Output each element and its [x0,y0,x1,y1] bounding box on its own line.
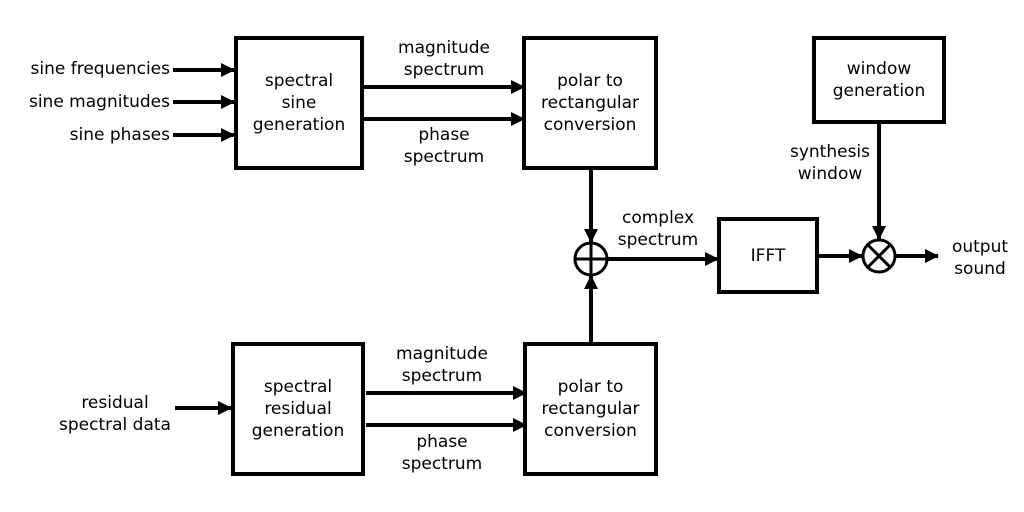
block-text: conversion [544,421,637,441]
block-text: polar to [557,71,623,91]
block-text: polar to [557,377,624,397]
label-sine-magnitudes: sine magnitudes [28,92,170,112]
block-text: spectral [263,377,333,397]
adder-icon [573,241,609,277]
label-line: spectral data [59,415,171,435]
label-phase-spectrum-top: phase spectrum [374,124,514,168]
block-polar-to-rect-bottom: polar to rectangular conversion [523,342,658,476]
block-text: residual [264,399,332,419]
label-line: residual [81,393,149,413]
label-line: magnitude [396,344,488,364]
label-line: spectrum [403,60,485,80]
label-phase-spectrum-bottom: phase spectrum [372,431,512,475]
label-line: spectrum [617,230,699,250]
block-spectral-sine-generation: spectral sine generation [234,36,364,170]
block-text: IFFT [750,245,786,266]
block-spectral-residual-generation: spectral residual generation [231,342,365,476]
block-text: conversion [543,115,637,135]
label-line: spectrum [401,366,483,386]
label-line: output [951,237,1009,257]
block-text: sine [281,93,317,113]
label-magnitude-spectrum-top: magnitude spectrum [374,37,514,81]
label-magnitude-spectrum-bottom: magnitude spectrum [372,343,512,387]
block-text: generation [252,115,346,135]
label-sine-frequencies: sine frequencies [30,59,170,79]
label-synthesis-window: synthesis window [780,141,880,185]
label-line: phase [418,125,470,145]
label-complex-spectrum: complex spectrum [598,207,718,251]
label-line: phase [416,432,468,452]
label-line: window [797,164,863,184]
block-text: rectangular [541,399,640,419]
label-line: sound [954,259,1006,279]
block-polar-to-rect-top: polar to rectangular conversion [522,36,658,170]
label-line: spectrum [401,454,483,474]
block-text: window [846,59,912,79]
block-text: rectangular [541,93,639,113]
block-text: spectral [264,71,334,91]
block-text: generation [832,81,926,101]
label-line: spectrum [403,147,485,167]
label-line: magnitude [398,38,490,58]
label-output-sound: output sound [940,236,1020,280]
label-line: synthesis [789,142,871,162]
label-residual-spectral-data: residual spectral data [40,392,190,436]
multiplier-icon [861,238,897,274]
block-ifft: IFFT [717,217,819,294]
block-text: generation [251,421,345,441]
label-line: complex [621,208,695,228]
label-sine-phases: sine phases [69,125,170,145]
block-window-generation: window generation [812,36,946,124]
